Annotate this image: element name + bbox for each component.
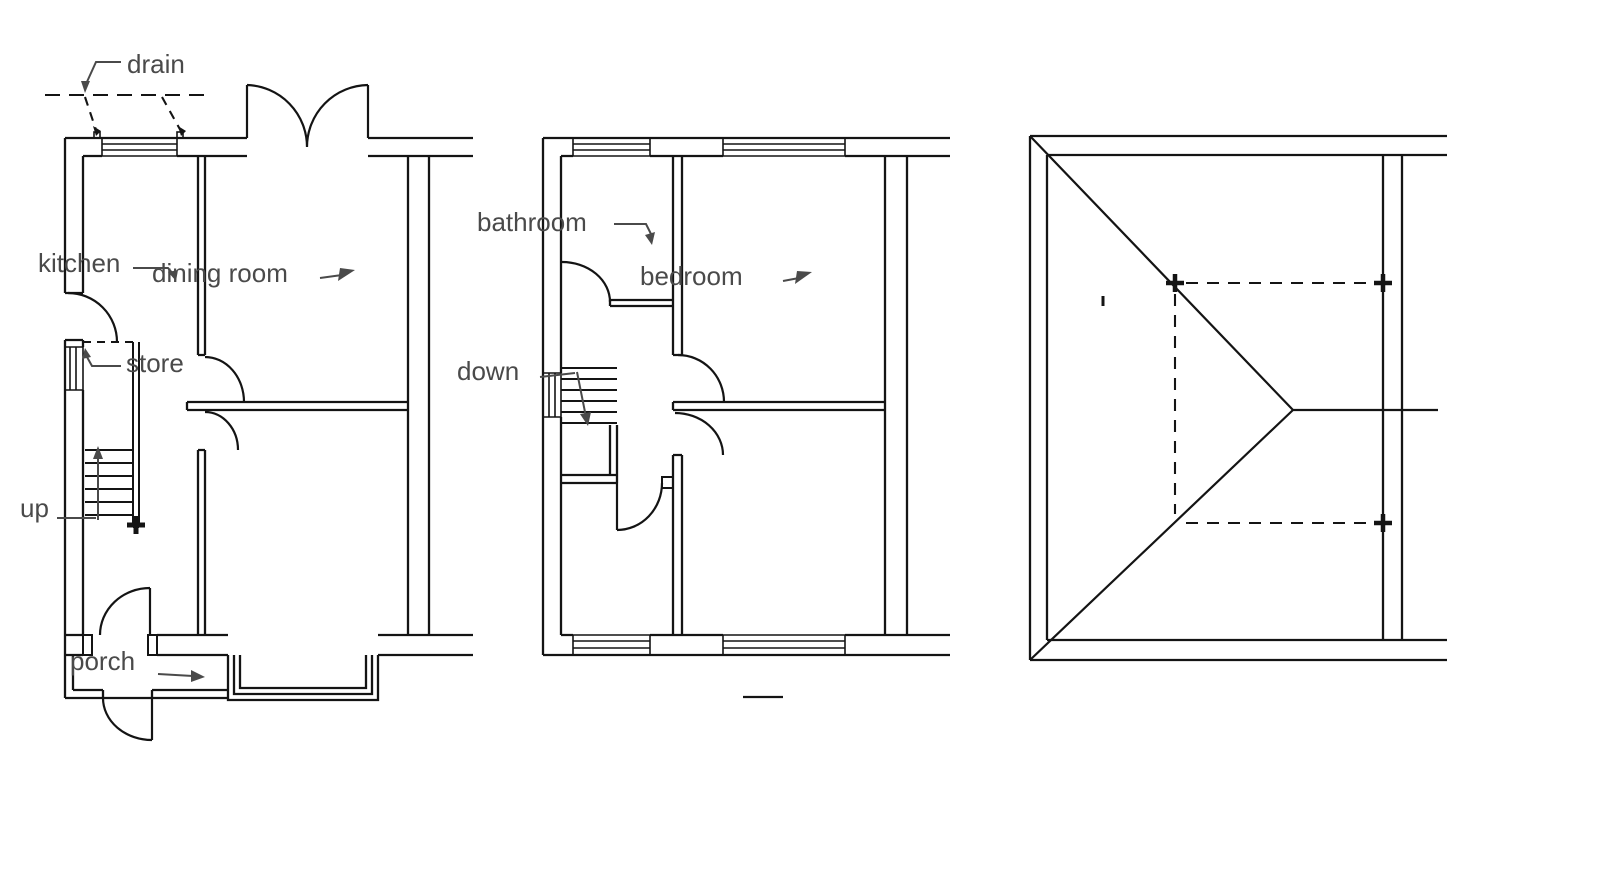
dining-room-arrowhead [338,268,355,281]
store-leader-line [86,356,121,367]
roof-plan [1028,134,1447,662]
label-up: up [20,493,49,523]
ground-windows [65,138,178,391]
porch-door-jamb-right [147,634,158,656]
ground-walls [63,136,473,702]
drain-pipe-arrow-right [178,126,186,136]
bathroom-leader-line [614,223,652,235]
down-stair-arrow [576,371,587,418]
drain-pipe-dashes [84,96,183,134]
roof-hip-and-ridge-lines [1029,135,1438,661]
label-kitchen: kitchen [38,248,120,278]
first-walls [541,136,950,657]
first-floor-plan: bathroom bedroom down [457,136,950,699]
drain-leader-line [85,61,121,85]
label-down: down [457,356,519,386]
roof-outline [1028,134,1447,662]
porch-arrowhead [191,670,205,682]
kitchen-leader-arrowhead [168,270,178,281]
drain-leader-arrowhead [81,81,90,93]
roof-cross-marker-bottom-right [1374,514,1392,532]
label-porch: porch [70,646,135,676]
label-store: store [126,348,184,378]
drain-pipe-arrow-left [93,126,101,136]
first-stairs [561,367,617,424]
roof-cross-marker-top-right [1374,274,1392,292]
roof-dashed-setback [1173,281,1372,525]
ground-floor-plan: drain kitchen dining room store up porch [20,49,473,742]
porch-door-jamb-left [82,634,93,656]
first-windows [543,138,846,655]
ground-doors [67,83,370,742]
store-leader-arrowhead [82,348,91,359]
down-leader-line [539,372,576,378]
label-drain: drain [127,49,185,79]
label-bedroom: bedroom [640,261,743,291]
label-dining-room: dining room [152,258,288,288]
down-stair-arrowhead [580,412,591,426]
porch-arrow-line [157,673,194,677]
first-doors [561,260,726,532]
bedroom-arrowhead [795,271,812,284]
bathroom-leader-arrowhead [645,232,655,245]
newel-post-cross [127,516,145,534]
up-stair-arrowhead [93,446,103,459]
roof-cross-marker-top-left [1166,274,1184,292]
label-bathroom: bathroom [477,207,587,237]
dining-room-arrow-line [319,274,343,279]
box-room-door-jamb [661,476,674,489]
